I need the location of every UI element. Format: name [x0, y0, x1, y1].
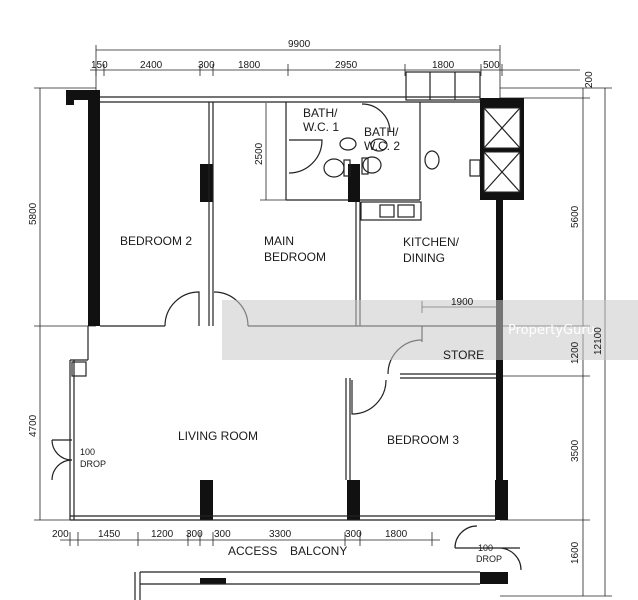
- dim-left-2: 4700: [28, 414, 39, 437]
- drop-right-label: DROP: [476, 554, 502, 564]
- watermark-band: [222, 300, 638, 360]
- dim-top-3: 300: [198, 60, 215, 71]
- dim-top-1: 150: [91, 60, 108, 71]
- dim-top-right-small: 200: [584, 71, 595, 88]
- dim-top-7: 500: [483, 60, 500, 71]
- dimension-text: 9900 150 2400 300 1800 2950 1800 500 200…: [28, 39, 604, 564]
- dim-top-total: 9900: [288, 39, 311, 50]
- room-access-balcony-line2: BALCONY: [290, 544, 347, 558]
- dim-right-2: 1200: [570, 341, 581, 364]
- room-bath-2-line2: W.C. 2: [364, 139, 400, 153]
- fixtures: [323, 71, 521, 221]
- room-bedroom-2: BEDROOM 2: [120, 234, 192, 248]
- room-store: STORE: [443, 348, 484, 362]
- room-living: LIVING ROOM: [178, 429, 258, 443]
- room-access-balcony-line1: ACCESS: [228, 544, 277, 558]
- dim-bottom-4: 300: [186, 529, 203, 540]
- room-bath-1-line2: W.C. 1: [303, 120, 339, 134]
- dim-left-1: 5800: [28, 202, 39, 225]
- dim-right-total: 12100: [593, 327, 604, 355]
- dim-bottom-5: 300: [214, 529, 231, 540]
- dim-right-3: 3500: [570, 439, 581, 462]
- dim-top-2: 2400: [140, 60, 163, 71]
- room-bath-2-line1: BATH/: [364, 125, 399, 139]
- drop-right-value: 100: [478, 543, 493, 553]
- room-kitchen-line1: KITCHEN/: [403, 235, 460, 249]
- dim-bottom-8: 1800: [385, 529, 408, 540]
- dim-bottom-7: 300: [345, 529, 362, 540]
- room-kitchen-line2: DINING: [403, 251, 445, 265]
- dim-bottom-6: 3300: [269, 529, 292, 540]
- room-main-bedroom-line1: MAIN: [264, 234, 294, 248]
- dim-bottom-2: 1450: [98, 529, 121, 540]
- dim-bath-height: 2500: [254, 142, 265, 165]
- dim-bottom-1: 200: [52, 529, 69, 540]
- dim-right-4: 1600: [570, 541, 581, 564]
- dim-top-6: 1800: [432, 60, 455, 71]
- drop-left-label: DROP: [80, 459, 106, 469]
- drop-left-value: 100: [80, 447, 95, 457]
- dim-top-5: 2950: [335, 60, 358, 71]
- watermark: PropertyGuru: [508, 323, 595, 338]
- dim-right-1: 5600: [570, 205, 581, 228]
- room-bath-1-line1: BATH/: [303, 106, 338, 120]
- dim-bottom-3: 1200: [151, 529, 174, 540]
- room-bedroom-3: BEDROOM 3: [387, 433, 459, 447]
- dim-top-4: 1800: [238, 60, 261, 71]
- dim-kitchen-width: 1900: [451, 297, 474, 308]
- room-main-bedroom-line2: BEDROOM: [264, 250, 326, 264]
- drop-labels: 100 DROP 100 DROP: [80, 447, 502, 564]
- room-labels: BEDROOM 2 MAIN BEDROOM BATH/ W.C. 1 BATH…: [120, 106, 484, 558]
